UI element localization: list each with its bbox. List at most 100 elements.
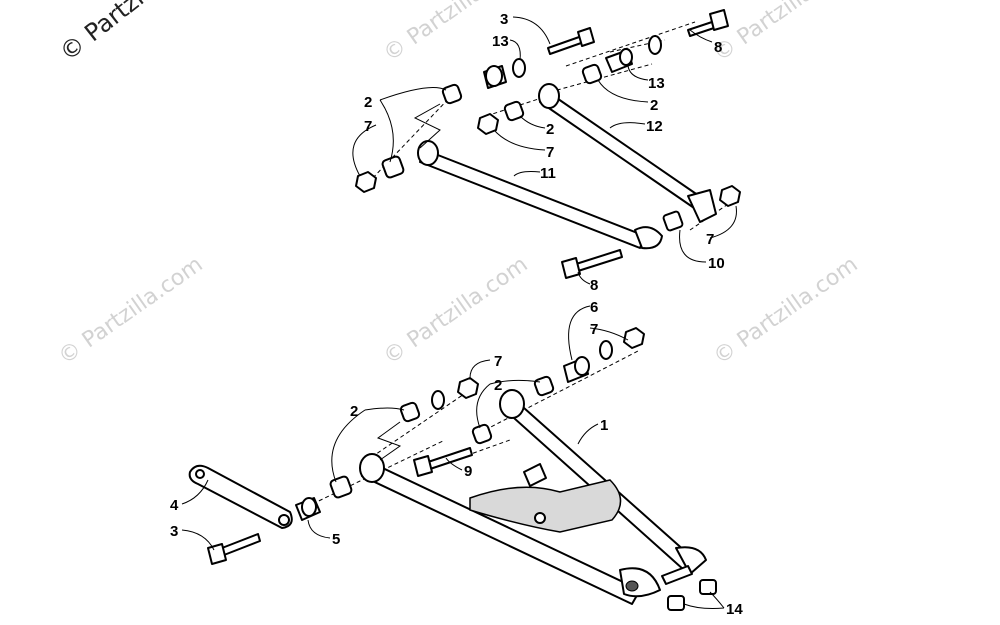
a-arm-1-front-end: [359, 453, 385, 483]
leader-3: [181, 529, 215, 551]
bolt-3: [547, 35, 585, 55]
leader-9: [445, 457, 463, 471]
nut-7: [719, 185, 741, 207]
bolt-8: [575, 249, 623, 272]
link-4: [188, 464, 293, 529]
leader-14: [683, 591, 725, 609]
washer: [648, 35, 662, 55]
bolt-8: [687, 21, 715, 37]
a-arm-1-rear-end: [499, 389, 525, 419]
leader-13: [509, 39, 521, 61]
washer: [431, 390, 445, 410]
washer: [599, 340, 613, 360]
callout-6: 6: [590, 299, 598, 316]
callout-3: 3: [500, 11, 508, 28]
callout-7: 7: [706, 231, 714, 248]
leader-2: [597, 79, 649, 103]
callout-3: 3: [170, 523, 178, 540]
watermark: © Partzilla.com: [379, 0, 532, 67]
nut-7: [355, 171, 377, 193]
watermark: © Partzilla.com: [54, 252, 207, 370]
bushing-2: [581, 63, 603, 85]
callout-11: 11: [540, 165, 556, 182]
watermark: © Partzilla.com: [709, 0, 862, 67]
watermark: © Partzilla.com: [709, 252, 862, 370]
copyright-text: © Partzilla.com: [54, 0, 217, 67]
callout-8: 8: [590, 277, 598, 294]
callout-7: 7: [590, 321, 598, 338]
link-4-hole: [195, 469, 205, 479]
leader-11: [513, 171, 541, 177]
leader-4: [181, 479, 209, 505]
leader-10: [679, 229, 707, 263]
bushing-14: [667, 595, 685, 611]
bolt-3: [221, 533, 261, 556]
leader-7: [469, 359, 491, 379]
a-arm-1-plate: [469, 479, 622, 533]
callout-14: 14: [726, 601, 743, 618]
tube-12-end-top: [538, 83, 560, 109]
callout-5: 5: [332, 531, 340, 548]
watermark: © Partzilla.com: [379, 252, 532, 370]
leader-2: [476, 379, 541, 429]
callout-1: 1: [600, 417, 608, 434]
leader-2: [379, 87, 447, 163]
bolt-8-head: [561, 257, 581, 279]
bushing-10: [662, 210, 684, 232]
callout-10: 10: [708, 255, 725, 272]
leader-13: [627, 65, 649, 81]
leader-8: [577, 271, 591, 285]
leader-12: [609, 122, 646, 129]
tube-11: [419, 149, 646, 249]
callout-13: 13: [492, 33, 509, 50]
ball-joint-socket: [625, 580, 639, 592]
nut-7: [457, 377, 479, 399]
bolt-8-head: [709, 9, 729, 31]
leader-3: [512, 16, 551, 45]
leader-zigzag: [376, 421, 402, 461]
washer: [512, 58, 526, 78]
ball-joint-housing-lower: [619, 567, 661, 598]
link-4-hole: [278, 514, 290, 526]
callout-2: 2: [350, 403, 358, 420]
leader-zigzag: [413, 103, 441, 149]
callout-2: 2: [546, 121, 554, 138]
sleeve-6-end: [574, 356, 590, 376]
leader-5: [307, 519, 331, 539]
callout-2: 2: [650, 97, 658, 114]
callout-7: 7: [494, 353, 502, 370]
bushing-2: [503, 100, 525, 122]
tube-12: [539, 91, 706, 211]
leader-1: [577, 423, 599, 445]
bushing-2: [329, 475, 353, 499]
leader-7: [589, 327, 629, 341]
pin: [661, 565, 693, 585]
ball-joint-housing-upper: [687, 189, 717, 223]
bolt-9-head: [413, 455, 433, 477]
leader-8: [689, 29, 713, 43]
spacer-5-end: [301, 497, 317, 517]
a-arm-1-rear-joint: [675, 546, 707, 575]
callout-4: 4: [170, 497, 179, 514]
bushing-2: [399, 401, 421, 423]
leader-6: [568, 305, 591, 361]
leader-7: [352, 124, 377, 177]
callout-2: 2: [364, 94, 372, 111]
sleeve-13-end: [619, 48, 633, 66]
leader-2: [331, 407, 405, 483]
bushing-2: [441, 83, 463, 105]
callout-8: 8: [714, 39, 722, 56]
tube-11-end-left: [417, 140, 439, 166]
callout-7: 7: [364, 118, 372, 135]
bolt-3-head: [577, 27, 595, 47]
leader-7: [493, 129, 546, 151]
leader-2: [519, 115, 546, 129]
nut-7: [477, 113, 499, 135]
callout-12: 12: [646, 118, 663, 135]
callout-13: 13: [648, 75, 665, 92]
callout-9: 9: [464, 463, 472, 480]
nut-7: [623, 327, 645, 349]
sleeve-13-end: [485, 65, 503, 87]
